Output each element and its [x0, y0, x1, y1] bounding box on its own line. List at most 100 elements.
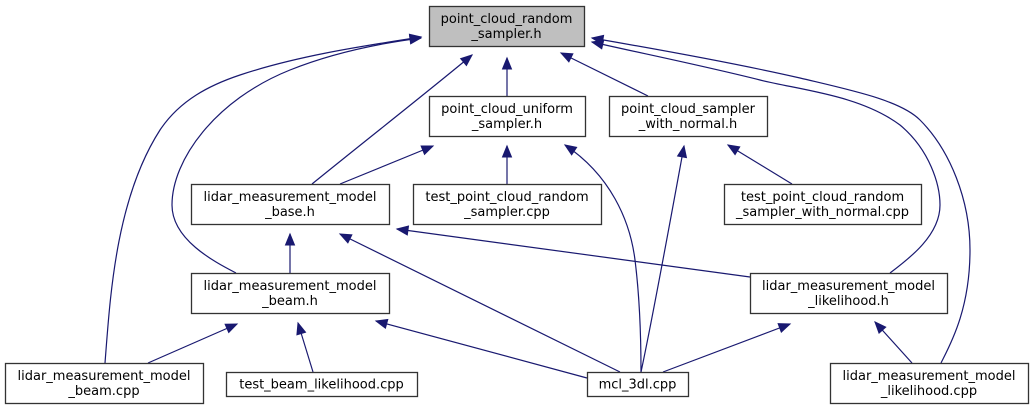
- edge-n6-to-n3: [284, 232, 296, 273]
- node-label-line: _likelihood.cpp: [880, 384, 977, 399]
- node-box[interactable]: [190, 183, 391, 226]
- edge-n3-to-n0: [311, 54, 474, 185]
- edge-n7-to-n0: [590, 39, 941, 274]
- node-label-line: _sampler.cpp: [463, 205, 550, 220]
- arrowhead-icon: [590, 34, 605, 46]
- edge-line: [560, 52, 649, 97]
- node-box[interactable]: [829, 362, 1030, 405]
- graph-node[interactable]: mcl_3dl.cpp: [586, 371, 690, 398]
- edge-n6-to-n0: [171, 34, 423, 274]
- graph-node[interactable]: lidar_measurement_model_likelihood.h: [749, 272, 949, 315]
- edge-n2-to-n0: [559, 52, 649, 97]
- node-box[interactable]: [723, 183, 923, 226]
- node-label-line: test_point_cloud_random: [741, 190, 904, 205]
- graph-node[interactable]: point_cloud_uniform_sampler.h: [428, 95, 587, 138]
- node-box[interactable]: [608, 95, 769, 138]
- edge-n4-to-n1: [501, 144, 513, 184]
- edge-line: [339, 233, 621, 373]
- arrowhead-icon: [420, 145, 435, 156]
- edge-line: [591, 37, 971, 364]
- arrowhead-icon: [338, 233, 353, 244]
- edges-layer: [104, 33, 971, 379]
- node-label-line: _sampler_with_normal.cpp: [735, 205, 909, 220]
- edge-n9-to-n6: [296, 321, 314, 373]
- edge-n11-to-n7: [874, 321, 913, 364]
- edge-line: [564, 144, 642, 373]
- arrowhead-icon: [726, 144, 741, 156]
- arrowhead-icon: [559, 52, 574, 63]
- edge-n8-to-n6: [147, 323, 239, 364]
- node-label-line: test_beam_likelihood.cpp: [239, 378, 404, 393]
- nodes-layer: point_cloud_random_sampler.hpoint_cloud_…: [4, 5, 1030, 405]
- arrowhead-icon: [374, 318, 389, 330]
- edge-n10-to-n6: [374, 318, 588, 379]
- node-label-line: _sampler.h: [470, 27, 541, 42]
- node-box[interactable]: [225, 371, 419, 398]
- graph-node[interactable]: lidar_measurement_model_likelihood.cpp: [829, 362, 1030, 405]
- arrowhead-icon: [501, 144, 513, 158]
- node-box[interactable]: [190, 272, 391, 315]
- node-box[interactable]: [428, 5, 586, 48]
- node-label-line: _beam.h: [261, 294, 318, 309]
- node-box[interactable]: [749, 272, 949, 315]
- edge-line: [339, 145, 434, 185]
- arrowhead-icon: [296, 321, 307, 336]
- node-box[interactable]: [4, 362, 205, 405]
- arrowhead-icon: [563, 144, 578, 156]
- edge-n10-to-n3: [338, 233, 621, 373]
- arrowhead-icon: [874, 321, 887, 335]
- graph-node[interactable]: lidar_measurement_model_base.h: [190, 183, 391, 226]
- node-label-line: lidar_measurement_model: [18, 369, 191, 384]
- node-label-line: point_cloud_random: [441, 12, 573, 27]
- edge-line: [640, 145, 685, 373]
- edge-n11-to-n0: [590, 34, 971, 364]
- root-node[interactable]: point_cloud_random_sampler.h: [428, 5, 586, 48]
- node-label-line: _sampler.h: [471, 117, 542, 132]
- edge-n10-to-n1: [563, 144, 642, 373]
- node-label-line: _beam.cpp: [67, 384, 139, 399]
- node-box[interactable]: [586, 371, 690, 398]
- edge-line: [147, 323, 238, 364]
- arrowhead-icon: [284, 232, 296, 246]
- node-label-line: lidar_measurement_model: [204, 190, 377, 205]
- node-box[interactable]: [428, 95, 587, 138]
- node-label-line: lidar_measurement_model: [204, 279, 377, 294]
- graph-node[interactable]: test_point_cloud_random_sampler.cpp: [412, 183, 603, 226]
- edge-n10-to-n7: [662, 323, 792, 373]
- edge-line: [104, 36, 422, 364]
- arrowhead-icon: [777, 323, 792, 333]
- node-label-line: _likelihood.h: [807, 294, 889, 309]
- graph-node[interactable]: point_cloud_sampler_with_normal.h: [608, 95, 769, 138]
- edge-line: [396, 228, 751, 278]
- edge-line: [171, 37, 422, 274]
- arrowhead-icon: [395, 225, 410, 236]
- node-label-line: _with_normal.h: [638, 117, 738, 132]
- arrowhead-icon: [676, 144, 688, 159]
- node-label-line: lidar_measurement_model: [843, 369, 1016, 384]
- edge-n5-to-n2: [726, 144, 793, 185]
- node-label-line: point_cloud_uniform: [441, 102, 573, 117]
- arrowhead-icon: [224, 323, 239, 334]
- edge-n10-to-n2: [640, 144, 688, 373]
- edge-line: [591, 41, 941, 274]
- arrowhead-icon: [501, 56, 513, 70]
- edge-line: [311, 54, 473, 185]
- edge-n7-to-n3: [395, 225, 751, 278]
- node-label-line: lidar_measurement_model: [762, 279, 935, 294]
- node-label-line: _base.h: [264, 205, 315, 220]
- edge-n1-to-n0: [501, 56, 513, 96]
- node-label-line: mcl_3dl.cpp: [599, 378, 677, 393]
- edge-n8-to-n0: [104, 33, 423, 364]
- edge-line: [727, 144, 793, 185]
- graph-node[interactable]: test_beam_likelihood.cpp: [225, 371, 419, 398]
- graph-node[interactable]: lidar_measurement_model_beam.cpp: [4, 362, 205, 405]
- node-box[interactable]: [412, 183, 603, 226]
- edge-line: [662, 323, 791, 373]
- graph-node[interactable]: lidar_measurement_model_beam.h: [190, 272, 391, 315]
- edge-n3-to-n1: [339, 145, 435, 185]
- graph-node[interactable]: test_point_cloud_random_sampler_with_nor…: [723, 183, 923, 226]
- arrowhead-icon: [408, 33, 423, 44]
- edge-line: [375, 320, 588, 379]
- arrowhead-icon: [459, 54, 474, 67]
